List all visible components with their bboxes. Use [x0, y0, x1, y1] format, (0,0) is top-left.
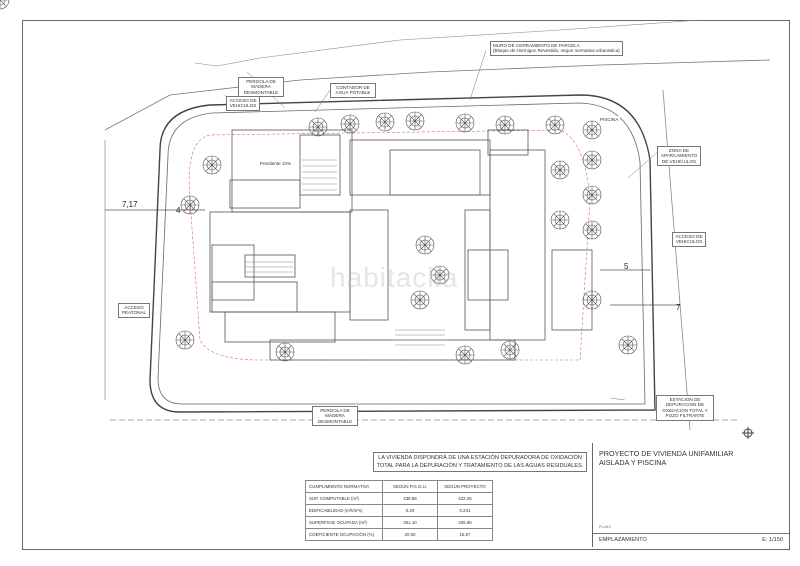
project-title-line1: PROYECTO DE VIVIENDA UNIFAMILIAR — [599, 449, 734, 458]
label-muro: MURO DE CERRAMIENTO DE PARCELA (Bloque d… — [490, 41, 623, 56]
plano-row: EMPLAZAMIENTO E: 1/150 — [593, 533, 789, 546]
label-pergola-bottom: PERGOLA DE MADERA DESMONTABLE — [312, 406, 358, 427]
label-pendiente: Pendiente 10% — [258, 160, 294, 168]
header-cell: SEGÚN P.G.O.U. — [382, 480, 438, 493]
drawing-sheet — [22, 20, 790, 550]
table-cell: 0.241 — [437, 504, 493, 517]
label-muro-line1: MURO DE CERRAMIENTO DE PARCELA — [493, 43, 580, 48]
dimension-7: 7 — [676, 303, 681, 312]
table-cell: SUP. COMPUTABLE (m²) — [305, 492, 383, 505]
label-muro-line2: (Bloque de Hormigon Revestido, segun nor… — [493, 48, 620, 54]
label-estacion: ESTACION DE DEPURACION DE OXIDACION TOTA… — [656, 395, 714, 421]
table-cell: 351.10 — [382, 516, 438, 529]
table-cell: 20.00 — [382, 528, 438, 541]
header-cell: CUMPLIMIENTO NORMATIVA — [305, 480, 383, 493]
table-cell: EDIFICABILIDAD (m²t/m²s) — [305, 504, 383, 517]
label-acceso-vehiculos-left: ACCESO DE VEHICULOS — [226, 96, 260, 111]
north-arrow-icon — [742, 427, 754, 439]
label-piscina: PISCINA — [598, 116, 621, 124]
project-title-line2: AISLADA Y PISCINA — [599, 458, 667, 467]
header-cell: SEGÚN PROYECTO — [437, 480, 493, 493]
dimension-4: 4 — [176, 206, 181, 215]
label-contador: CONTADOR DE AGUA POTABLE — [330, 83, 376, 98]
scale: E: 1/150 — [762, 537, 783, 543]
title-block: PROYECTO DE VIVIENDA UNIFAMILIAR AISLADA… — [592, 443, 789, 547]
compliance-table: CUMPLIMIENTO NORMATIVA SEGÚN P.G.O.U. SE… — [305, 480, 493, 541]
dimension-5: 5 — [624, 262, 629, 271]
table-cell: 18.57 — [437, 528, 493, 541]
label-zona-aparcamiento: ZONA DE APARCAMIENTO DE VEHICULOS — [657, 146, 701, 167]
dimension-7-17: 7,17 — [122, 200, 138, 209]
table-row: EDIFICABILIDAD (m²t/m²s) 0.20 0.241 — [305, 504, 493, 517]
table-cell: COEFICIENTE OCUPACIÓN (%) — [305, 528, 383, 541]
table-cell: SUPERFICIE OCUPADA (m²) — [305, 516, 383, 529]
wastewater-note: LA VIVIENDA DISPONDRÁ DE UNA ESTACIÓN DE… — [373, 452, 587, 472]
table-row: SUP. COMPUTABLE (m²) 438.88 422.25 — [305, 492, 493, 505]
project-title: PROYECTO DE VIVIENDA UNIFAMILIAR AISLADA… — [599, 449, 733, 467]
table-cell: 422.25 — [437, 492, 493, 505]
label-acceso-vehiculos-right: ACCESO DE VEHICULOS — [672, 232, 706, 247]
plano-label: PLANO — [599, 525, 612, 529]
label-acceso-peatonal: ACCESO PEATONAL — [118, 303, 150, 318]
watermark: habitaclia — [330, 262, 459, 293]
table-row: SUPERFICIE OCUPADA (m²) 351.10 325.96 — [305, 516, 493, 529]
label-pergola-top: PERGOLA DE MADERA DESMONTABLE — [238, 77, 284, 98]
plano-name: EMPLAZAMIENTO — [599, 537, 647, 543]
table-row: COEFICIENTE OCUPACIÓN (%) 20.00 18.57 — [305, 528, 493, 541]
table-cell: 325.96 — [437, 516, 493, 529]
table-cell: 0.20 — [382, 504, 438, 517]
table-cell: 438.88 — [382, 492, 438, 505]
table-header-row: CUMPLIMIENTO NORMATIVA SEGÚN P.G.O.U. SE… — [305, 480, 493, 493]
